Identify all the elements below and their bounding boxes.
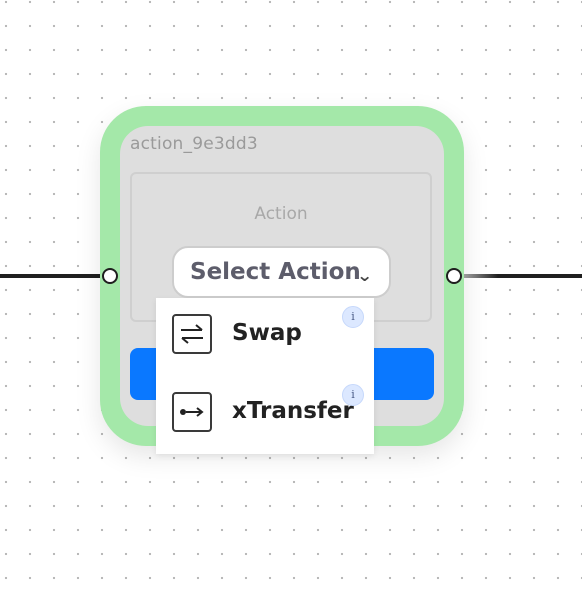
- outgoing-edge[interactable]: [458, 274, 582, 278]
- action-dropdown-menu: Swap i xTransfer i: [156, 298, 374, 454]
- input-handle[interactable]: [102, 268, 118, 284]
- transfer-arrow-icon: [172, 392, 212, 432]
- menu-item-label: xTransfer: [232, 398, 354, 424]
- node-title: action_9e3dd3: [130, 134, 258, 154]
- action-section-label: Action: [254, 204, 308, 224]
- select-action-dropdown[interactable]: Select Action ⌄: [172, 246, 391, 298]
- swap-arrows-icon: [172, 314, 212, 354]
- output-handle[interactable]: [446, 268, 462, 284]
- select-action-label: Select Action: [190, 259, 361, 285]
- menu-item-swap[interactable]: Swap i: [156, 298, 374, 376]
- menu-item-xtransfer[interactable]: xTransfer i: [156, 376, 374, 454]
- info-icon[interactable]: i: [342, 384, 364, 406]
- info-icon[interactable]: i: [342, 306, 364, 328]
- menu-item-label: Swap: [232, 320, 302, 346]
- chevron-down-icon: ⌄: [356, 266, 373, 285]
- incoming-edge[interactable]: [0, 274, 104, 278]
